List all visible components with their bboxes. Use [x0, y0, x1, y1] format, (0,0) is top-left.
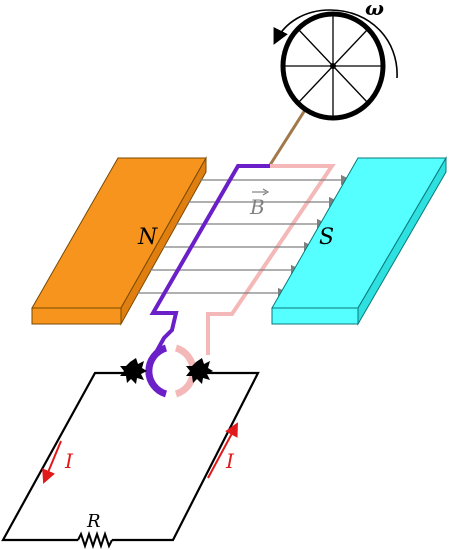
- coil-front-side: [149, 164, 270, 357]
- field-label: B: [249, 195, 265, 219]
- resistor-zigzag-icon: [77, 530, 113, 550]
- north-pole-label: N: [137, 225, 158, 250]
- resistor-label: R: [86, 511, 101, 532]
- current-arrow-right: [207, 422, 238, 479]
- external-circuit: [1, 371, 260, 542]
- current-label-right: I: [225, 449, 235, 473]
- current-arrow-left: [42, 440, 62, 484]
- curved-arrow-icon: [273, 9, 398, 79]
- north-magnet: [31, 156, 207, 326]
- crank-wheel-icon: [280, 11, 386, 121]
- brush-contact-icon: [120, 358, 213, 384]
- coil-back-side: [206, 164, 336, 355]
- split-ring-commutator: [145, 344, 197, 398]
- magnetic-field-lines: [137, 174, 352, 299]
- current-label-left: I: [64, 449, 74, 473]
- field-label-b: B: [249, 188, 270, 219]
- south-pole-label: S: [319, 225, 334, 250]
- south-magnet: [271, 156, 447, 326]
- omega-label: ω: [365, 0, 384, 20]
